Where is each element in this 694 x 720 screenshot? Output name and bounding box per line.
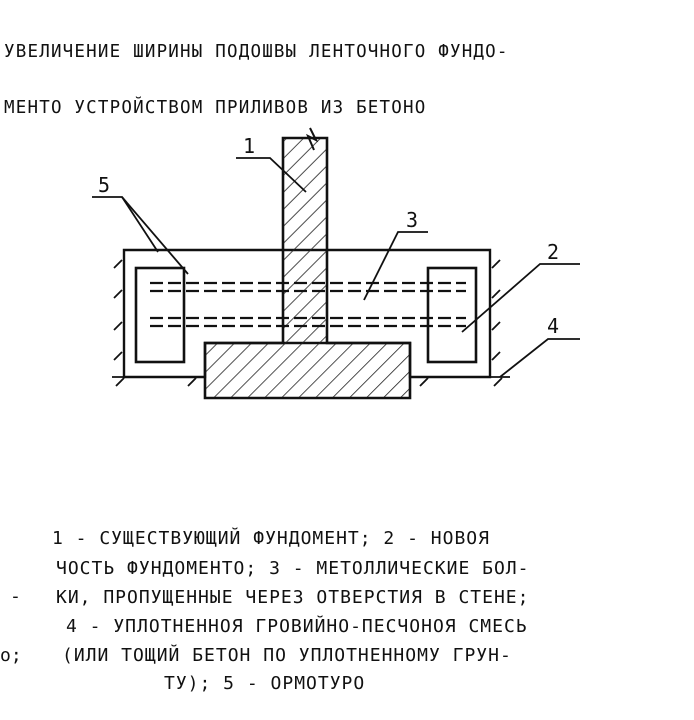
label-1: 1 xyxy=(243,134,255,158)
label-4: 4 xyxy=(547,314,559,338)
caption-line-2: чость фундоменто; 3 - метоллические бол- xyxy=(56,558,530,579)
label-5: 5 xyxy=(98,173,110,197)
left-reinforcement-cage xyxy=(134,266,186,364)
title-line-1: Увеличение ширины подошвы ленточного фун… xyxy=(4,42,509,62)
caption-line-6: ту); 5 - ормотуро xyxy=(164,673,366,694)
cut-off-fragment-dash: - xyxy=(10,586,21,607)
caption-line-1: 1 - существующий фундомент; 2 - новоя xyxy=(52,528,490,549)
ground-hatch xyxy=(112,259,510,387)
title-line-2: менто устройством приливов из бетоно xyxy=(4,98,427,118)
caption-line-3: ки, пропущенные через отверстия в стене; xyxy=(56,587,530,608)
cut-off-fragment-semicolon: о; xyxy=(0,645,22,666)
drawing-title: Увеличение ширины подошвы ленточного фун… xyxy=(4,10,684,150)
leader-lines xyxy=(92,157,580,378)
existing-foundation xyxy=(203,136,412,400)
right-reinforcement-cage xyxy=(426,266,478,364)
label-2: 2 xyxy=(547,240,559,264)
caption-line-4: 4 - уплотненноя гровийно-песчоноя смесь xyxy=(66,616,528,637)
metal-beam xyxy=(150,281,466,328)
wall-break-mark xyxy=(306,127,319,151)
label-3: 3 xyxy=(406,208,418,232)
caption-line-5: (или тощий бетон по уплотненному грун- xyxy=(62,645,512,666)
